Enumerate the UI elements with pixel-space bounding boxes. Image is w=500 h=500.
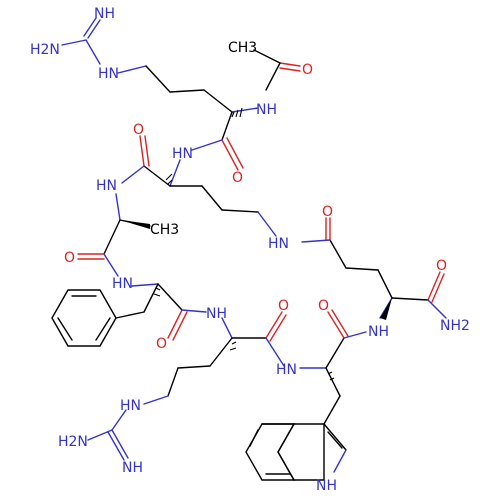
label-h2n-top: H2N [30, 42, 60, 58]
label-hn-arg2-side: HN [120, 398, 141, 414]
label-nh-glu: NH [368, 324, 389, 340]
label-o-arg2: O [278, 298, 289, 314]
label-ch3-acetyl: CH3 [228, 40, 257, 56]
atom-labels: NH H2N HN CH3 O NH O HN O HN CH3 O HN O … [30, 6, 470, 494]
label-hn-trp: HN [276, 362, 297, 378]
label-o-phe: O [156, 336, 167, 352]
bonds [51, 17, 447, 481]
label-nh2-amide: NH2 [440, 318, 470, 334]
label-hn-arg1: HN [172, 146, 193, 162]
label-nh-acetyl: NH [256, 102, 277, 118]
label-o-ala: O [64, 250, 75, 266]
label-nh-imine-top: NH [94, 6, 115, 22]
label-h2n-bottom: H2N [58, 434, 88, 450]
label-o-trp: O [318, 298, 329, 314]
label-nh-imine-bottom: NH [122, 460, 143, 476]
label-nh-phe: NH [206, 306, 227, 322]
label-o-orn: O [232, 170, 243, 186]
label-hn-top: HN [98, 66, 119, 82]
label-o-amide: O [436, 258, 447, 274]
label-hn-phe: HN [112, 276, 133, 292]
label-hn-orn-side: HN [268, 236, 289, 252]
label-o-acetyl: O [302, 62, 313, 78]
label-ch3-ala: CH3 [150, 222, 179, 238]
label-o-arg1: O [133, 122, 144, 138]
label-hn-ala: HN [96, 178, 117, 194]
label-nh-indole: NH [316, 478, 337, 494]
label-o-glu: O [322, 204, 333, 220]
